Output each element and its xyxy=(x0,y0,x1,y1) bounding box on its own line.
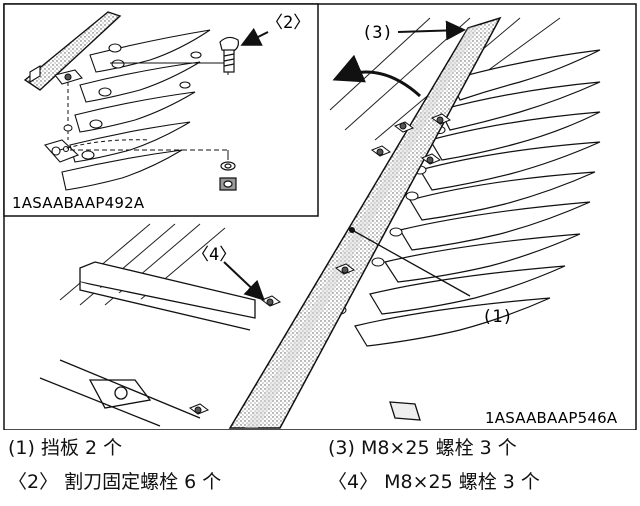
cutter-knives xyxy=(354,49,601,347)
nut-washer xyxy=(219,161,237,191)
callout-2-label: 〈2〉 xyxy=(266,13,310,33)
cover-plate-main xyxy=(228,16,502,429)
mower-diagram: 1ASAABAAP492A 1ASAABAAP546A (1) 〈2〉 (3) … xyxy=(3,3,637,430)
legend-item-3: (3) M8×25 螺栓 3 个 xyxy=(328,437,517,459)
parts-legend: (1) 挡板 2 个 (3) M8×25 螺栓 3 个 〈2〉 割刀固定螺栓 6… xyxy=(0,436,640,506)
legend-item-2: 〈2〉 割刀固定螺栓 6 个 xyxy=(8,471,222,493)
detail-arrow xyxy=(332,54,422,98)
frame-plate xyxy=(39,261,421,427)
callout-4-label: 〈4〉 xyxy=(192,245,236,265)
bar-bolts xyxy=(188,113,452,415)
callout-1-label: (1) xyxy=(482,307,513,327)
legend-item-4: 〈4〉 M8×25 螺栓 3 个 xyxy=(328,471,540,493)
callout-3-label: (3) xyxy=(362,23,393,43)
inset-code-label: 1ASAABAAP492A xyxy=(12,194,145,212)
callout-3-arrow xyxy=(397,20,466,41)
callout-4-arrow xyxy=(223,261,265,301)
inset-detail xyxy=(3,3,319,217)
knife-fixing-bolt xyxy=(219,36,239,73)
callout-1-leader xyxy=(351,229,471,297)
legend-item-1: (1) 挡板 2 个 xyxy=(8,437,123,459)
callout-1-dot xyxy=(349,227,355,233)
main-code-label: 1ASAABAAP546A xyxy=(485,409,618,427)
